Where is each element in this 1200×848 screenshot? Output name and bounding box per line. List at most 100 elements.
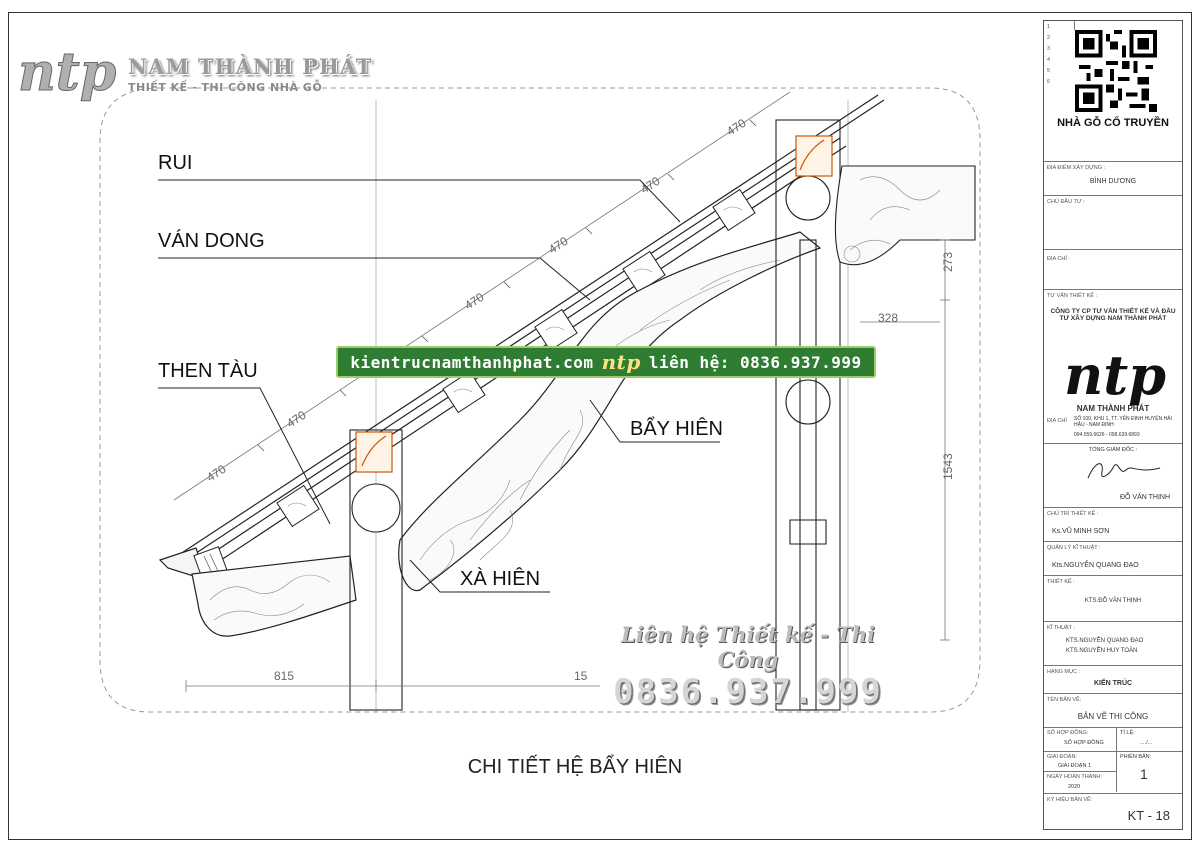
ntp-logo-large-icon: ntp [1064,343,1166,407]
drawing-name-cell: TÊN BẢN VẼ: BẢN VẼ THI CÔNG [1044,693,1182,727]
rev-5: 5 [1047,68,1051,74]
contact-phone: 0836.937.999 [613,672,883,712]
chief-designer-cell: CHỦ TRÌ THIẾT KẾ : Ks.VŨ MINH SƠN [1044,507,1182,541]
designer-name: KTS.ĐỖ VĂN THỊNH [1084,598,1142,604]
banner-contact: liên hệ: 0836.937.999 [648,352,862,372]
contract-value: SỐ HỢP ĐỒNG [1064,740,1104,746]
address-label: ĐỊA CHỈ : [1047,256,1070,262]
svg-text:ntp: ntp [18,42,116,103]
bay-hien-bracket [398,231,822,592]
version-label: PHIÊN BẢN: [1120,754,1152,760]
tech-cell: KĨ THUẬT : KTS.NGUYỄN QUANG ĐẠO KTS.NGUY… [1044,621,1182,665]
location-cell: ĐỊA ĐIỂM XÂY DỰNG : BÌNH DƯƠNG [1044,161,1182,195]
contract-label: SỐ HỢP ĐỒNG: [1047,730,1089,736]
location-label: ĐỊA ĐIỂM XÂY DỰNG : [1047,165,1106,171]
qr-code-icon [1074,30,1158,112]
svg-text:ntp: ntp [1064,343,1166,407]
brand-slogan: THIẾT KẾ - THI CÔNG NHÀ GỖ [128,81,323,94]
code-cell: KÝ HIỆU BẢN VẼ: KT - 18 [1044,793,1182,831]
address-cell: ĐỊA CHỈ : [1044,249,1182,289]
version-value: 1 [1140,766,1148,782]
investor-cell: CHỦ ĐẦU TƯ : [1044,195,1182,249]
label-then-tau: THEN TÀU [158,360,258,382]
date-cell: NGÀY HOÀN THÀNH: 2020 [1044,771,1116,793]
company-logo: ntp NAM THÀNH PHÁT THIẾT KẾ - THI CÔNG N… [14,40,373,108]
category-value: KIẾN TRÚC [1093,680,1133,687]
dim-15: 15 [574,669,588,683]
banner-site: kientrucnamthanhphat.com [350,352,594,372]
dim-470-3: 470 [462,290,487,313]
website-banner: kientrucnamthanhphat.com ntp liên hệ: 08… [336,346,876,378]
tech-manager-cell: QUẢN LÝ KĨ THUẬT : Kts.NGUYỄN QUANG ĐẠO [1044,541,1182,575]
signature-icon [1087,463,1161,479]
chief-designer-name: Ks.VŨ MINH SƠN [1052,528,1110,535]
xa-hien-beam [191,555,357,637]
phase-label: GIAI ĐOẠN: [1047,754,1077,760]
drawing-name-value: BẢN VẼ THI CÔNG [1077,712,1149,721]
dim-273: 273 [941,252,955,272]
company-address: SỐ 100, KHU 1, TT. YÊN ĐỊNH HUYỆN HẢI HẬ… [1074,416,1172,428]
contact-title: Liên hệ Thiết kế - Thi Công [621,622,875,672]
banner-logo-icon: ntp [601,350,641,374]
detail-drawing: 470 470 470 470 470 470 [99,87,981,713]
dim-470-4: 470 [546,234,571,257]
tech-name-1: KTS.NGUYỄN QUANG ĐẠO [1066,638,1144,644]
chief-designer-label: CHỦ TRÌ THIẾT KẾ : [1047,511,1099,517]
director-label: TỔNG GIÁM ĐỐC : [1088,447,1138,453]
location-value: BÌNH DƯƠNG [1089,178,1137,185]
category-label: HẠNG MỤC : [1047,669,1080,675]
phase-value: GIAI ĐOẠN 1 [1058,763,1092,769]
contract-cell: SỐ HỢP ĐỒNG: SỐ HỢP ĐỒNG TỈ LỆ: ..../... [1044,727,1182,752]
code-label: KÝ HIỆU BẢN VẼ: [1047,797,1093,803]
date-label: NGÀY HOÀN THÀNH: [1047,774,1102,780]
date-value: 2020 [1068,784,1081,790]
tech-manager-label: QUẢN LÝ KĨ THUẬT : [1047,545,1101,551]
rev-3: 3 [1047,46,1051,52]
rev-4: 4 [1047,57,1051,63]
project-name: NHÀ GỖ CỔ TRUYỀN [1057,117,1169,129]
category-cell: HẠNG MỤC : KIẾN TRÚC [1044,665,1182,693]
dim-328: 328 [878,311,898,325]
ntp-logo-icon: ntp [18,42,117,104]
consultant-label: TƯ VẤN THIẾT KẾ : [1047,293,1098,299]
scale-label: TỈ LỆ: [1120,730,1135,736]
company-address-label: ĐỊA CHỈ [1047,418,1067,424]
director-cell: TỔNG GIÁM ĐỐC : ĐỖ VĂN THỊNH [1044,443,1182,507]
dim-815: 815 [274,669,294,683]
rafter [158,94,885,581]
label-van-dong: VÁN DONG [158,230,265,252]
drawing-code: KT - 18 [1127,808,1170,823]
label-bay-hien: BẨY HIÊN [630,418,723,440]
design-cell: THIẾT KẾ : KTS.ĐỖ VĂN THỊNH [1044,575,1182,621]
dim-470-6: 470 [724,116,749,139]
rev-1: 1 [1047,24,1051,30]
scale-value: ..../... [1140,740,1153,746]
tech-label: KĨ THUẬT : [1047,625,1075,631]
company-name: NAM THÀNH PHÁT [1076,404,1150,413]
label-rui: RUI [158,152,193,174]
brand-name: NAM THÀNH PHÁT [128,54,373,79]
design-label: THIẾT KẾ : [1047,579,1075,585]
dim-470-2: 470 [284,408,309,431]
sheet-frame [8,12,1192,840]
revision-table: 1 2 3 4 5 6 [1044,21,1075,97]
consultant-cell: TƯ VẤN THIẾT KẾ : CÔNG TY CP TƯ VẤN THIẾ… [1044,289,1182,443]
rev-6: 6 [1047,79,1051,85]
right-corbel [834,165,976,266]
drawing-name-label: TÊN BẢN VẼ: [1047,697,1082,703]
purlins [276,188,756,528]
contact-watermark: Liên hệ Thiết kế - Thi Công 0836.937.999 [588,622,908,712]
phase-cell: GIAI ĐOẠN: GIAI ĐOẠN 1 PHIÊN BẢN: 1 [1044,751,1182,792]
title-block: 1 2 3 4 5 6 NHÀ GỖ CỔ TRUYỀN ĐỊA ĐIỂM XÂ… [1043,20,1183,830]
director-name: ĐỖ VĂN THỊNH [1119,494,1170,501]
dim-470-5: 470 [638,174,663,197]
consultant-name: CÔNG TY CP TƯ VẤN THIẾT KẾ VÀ ĐẦU TƯ XÂY… [1050,308,1176,322]
posts [349,119,841,711]
drawing-caption: CHI TIẾT HỆ BẨY HIÊN [467,756,683,778]
timber-tags [355,135,833,473]
company-phone: 094.559.6626 - 098.639.6893 [1074,432,1140,438]
tech-name-2: KTS.NGUYỄN HUY TOÀN [1066,648,1138,654]
tech-manager-name: Kts.NGUYỄN QUANG ĐẠO [1052,562,1139,569]
dim-1543: 1543 [941,453,955,480]
